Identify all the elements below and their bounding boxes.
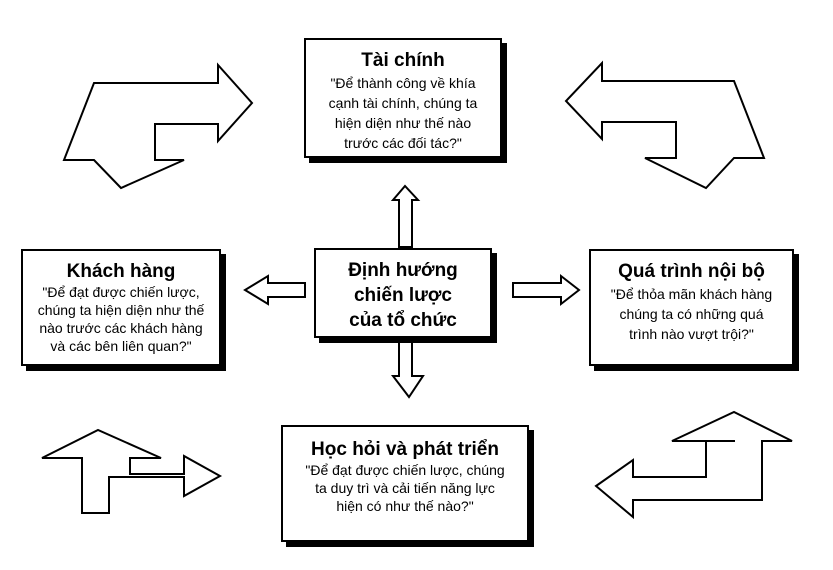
customer-line-3: nào trước các khách hàng bbox=[39, 320, 203, 336]
financial-title: Tài chính bbox=[361, 50, 445, 71]
bent-arrow-top-right bbox=[564, 60, 766, 190]
arrow-down bbox=[390, 338, 425, 399]
learning-line-1: "Để đạt được chiến lược, chúng bbox=[305, 462, 505, 478]
strategy-center-box: Định hướng chiến lược của tổ chức bbox=[314, 248, 492, 338]
internal-process-box: Quá trình nội bộ "Để thỏa mãn khách hàng… bbox=[589, 249, 794, 366]
financial-box: Tài chính "Để thành công về khía cạnh tà… bbox=[304, 38, 502, 158]
customer-line-4: và các bên liên quan?" bbox=[50, 338, 192, 354]
customer-line-2: chúng ta hiện diện như thế bbox=[37, 302, 205, 318]
learning-line-2: ta duy trì và cải tiến năng lực bbox=[315, 480, 495, 496]
bent-arrow-bottom-left bbox=[41, 428, 223, 514]
learning-growth-box: Học hỏi và phát triển "Để đạt được chiến… bbox=[281, 425, 529, 542]
center-line-2: chiến lược bbox=[353, 285, 452, 306]
internal-line-2: chúng ta có những quá bbox=[619, 306, 764, 322]
customer-box: Khách hàng "Để đạt được chiến lược, chún… bbox=[21, 249, 221, 366]
arrow-left bbox=[243, 274, 306, 306]
arrow-right bbox=[512, 273, 581, 307]
internal-line-1: "Để thỏa mãn khách hàng bbox=[610, 286, 773, 302]
financial-line-1: "Để thành công về khía bbox=[330, 75, 476, 91]
financial-line-3: hiện diện như thế nào bbox=[334, 115, 472, 131]
financial-line-2: cạnh tài chính, chúng ta bbox=[328, 95, 478, 111]
internal-title: Quá trình nội bộ bbox=[618, 261, 765, 282]
financial-line-4: trước các đối tác?" bbox=[344, 135, 462, 151]
bent-arrow-top-left bbox=[62, 62, 254, 190]
customer-title: Khách hàng bbox=[66, 261, 176, 282]
internal-line-3: trình nào vượt trội?" bbox=[629, 326, 754, 342]
customer-line-1: "Để đạt được chiến lược, bbox=[42, 284, 200, 300]
learning-title: Học hỏi và phát triển bbox=[311, 439, 499, 460]
learning-line-3: hiện có như thế nào?" bbox=[336, 498, 474, 514]
center-line-1: Định hướng bbox=[348, 260, 458, 281]
center-line-3: của tổ chức bbox=[349, 310, 457, 331]
bent-arrow-bottom-right bbox=[594, 410, 793, 520]
arrow-up bbox=[390, 184, 421, 248]
